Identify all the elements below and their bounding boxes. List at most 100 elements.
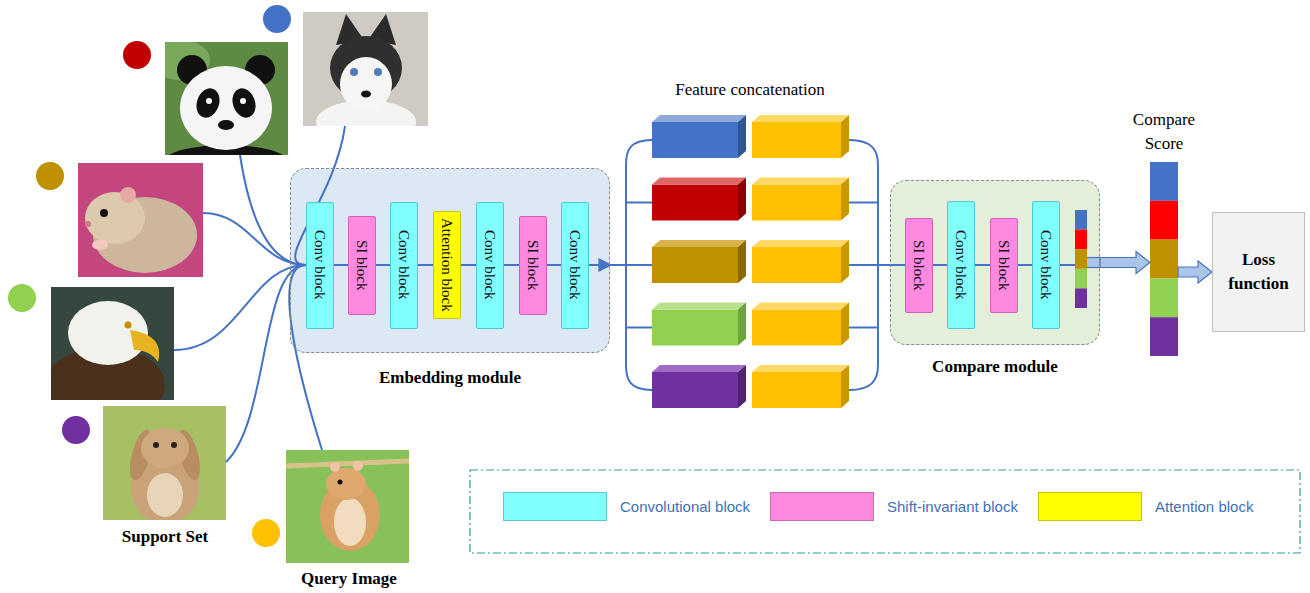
connector-line: [1018, 264, 1032, 266]
feature-pair: [652, 365, 849, 408]
photo-ground: [78, 163, 203, 277]
label-holder: Feature concatenation: [600, 79, 900, 101]
feature-box-top: [652, 365, 746, 372]
feature-box-top: [652, 303, 746, 310]
class-dot: [8, 284, 36, 312]
feature-box-side: [841, 178, 849, 221]
input-wire: [226, 265, 306, 462]
photo-ground: [165, 42, 288, 155]
feature-box: [652, 122, 738, 158]
eagle-beak: [130, 330, 159, 362]
eye-patch: [193, 85, 224, 121]
feature-box-top: [752, 240, 849, 247]
panda-eye: [240, 98, 246, 104]
hamster-eye: [338, 480, 343, 485]
network-block: SI block: [990, 218, 1018, 313]
stack-segment: [1075, 269, 1087, 289]
feature-box-top: [752, 115, 849, 122]
network-block: SI block: [905, 218, 933, 313]
score-segment: [1150, 317, 1178, 356]
stack-segment: [1075, 249, 1087, 269]
block-label: Attention block: [438, 218, 456, 312]
block-label: Conv block: [952, 230, 970, 300]
label-holder: Support Set: [15, 526, 315, 548]
hamster-paw: [353, 461, 363, 471]
feature-box-top: [652, 240, 746, 247]
block-label: Conv block: [395, 230, 413, 300]
score-segment: [1150, 240, 1178, 279]
dog-face: [340, 57, 392, 111]
dog-eye: [350, 68, 358, 76]
branch-wire: [626, 140, 652, 390]
arrow-stub: [1087, 258, 1101, 268]
query-feature-box: [752, 372, 841, 408]
rabbit-eye: [171, 442, 177, 448]
block-label: Conv block: [481, 230, 499, 300]
stack-segment: [1075, 210, 1087, 230]
compare-ground: [890, 180, 1100, 345]
input-wires: [174, 126, 345, 462]
dog-eye: [374, 68, 382, 76]
relation-stack: [1075, 210, 1087, 308]
section-label: Feature concatenation: [675, 80, 825, 99]
connector-line: [933, 264, 947, 266]
output-arrow: [589, 264, 611, 266]
block-label: SI block: [910, 240, 928, 290]
feature-pair: [652, 178, 849, 221]
score-outline: [1150, 162, 1178, 356]
hamster-eye: [100, 209, 108, 217]
arrow-stub-edge: [1087, 267, 1101, 268]
network-block: SI block: [348, 216, 376, 315]
photo-ground: [286, 450, 409, 563]
block-label: Conv block: [311, 230, 329, 300]
husky-photo: [303, 12, 428, 126]
feature-box-side: [738, 365, 746, 408]
hamster-paw: [92, 240, 108, 250]
legend-text: Shift-invariant block: [887, 498, 1018, 515]
merge-wire: [849, 264, 905, 266]
feature-box-side: [841, 365, 849, 408]
embedding-ground: [290, 168, 610, 353]
network-block: SI block: [519, 216, 547, 315]
panda-eye: [206, 98, 212, 104]
connector-line: [975, 264, 990, 266]
feature-box-top: [652, 178, 746, 185]
merge-wire: [849, 327, 878, 329]
hamster-photo: [78, 163, 203, 277]
score-segment: [1150, 278, 1178, 317]
feature-pair: [652, 240, 849, 283]
group-label: Support Set: [122, 527, 208, 546]
feature-box: [652, 372, 738, 408]
legend-entry: Attention block: [1155, 496, 1253, 518]
legend-entry: Shift-invariant block: [887, 496, 1018, 518]
legend-frame: [470, 470, 1300, 553]
rope: [286, 461, 409, 466]
feature-box-top: [752, 178, 849, 185]
connector-line: [461, 264, 476, 266]
feature-box-top: [752, 303, 849, 310]
class-dot: [252, 519, 280, 547]
feature-box: [652, 247, 738, 283]
feature-wires: [589, 140, 1075, 390]
block-arrow: [1178, 261, 1212, 283]
branch-wire: [611, 264, 652, 266]
score-stack: [1150, 162, 1178, 356]
connector-line: [418, 264, 433, 266]
rabbit-head: [141, 428, 189, 468]
block-arrow: [1100, 252, 1150, 274]
loss-box: Loss function: [1212, 212, 1305, 332]
feature-box-side: [841, 303, 849, 346]
connector-line: [547, 264, 561, 266]
panda-photo: [165, 42, 288, 155]
dog-nose: [361, 91, 371, 98]
score-segment: [1150, 162, 1178, 201]
feature-box-side: [738, 303, 746, 346]
legend-swatch: [1038, 492, 1142, 521]
feature-box-side: [738, 240, 746, 283]
feature-pair: [652, 115, 849, 158]
rabbit-eye: [153, 442, 159, 448]
network-block: Conv block: [561, 202, 589, 329]
legend-text: Convolutional block: [620, 498, 750, 515]
block-label: SI block: [524, 240, 542, 290]
query-photo: [286, 450, 409, 563]
